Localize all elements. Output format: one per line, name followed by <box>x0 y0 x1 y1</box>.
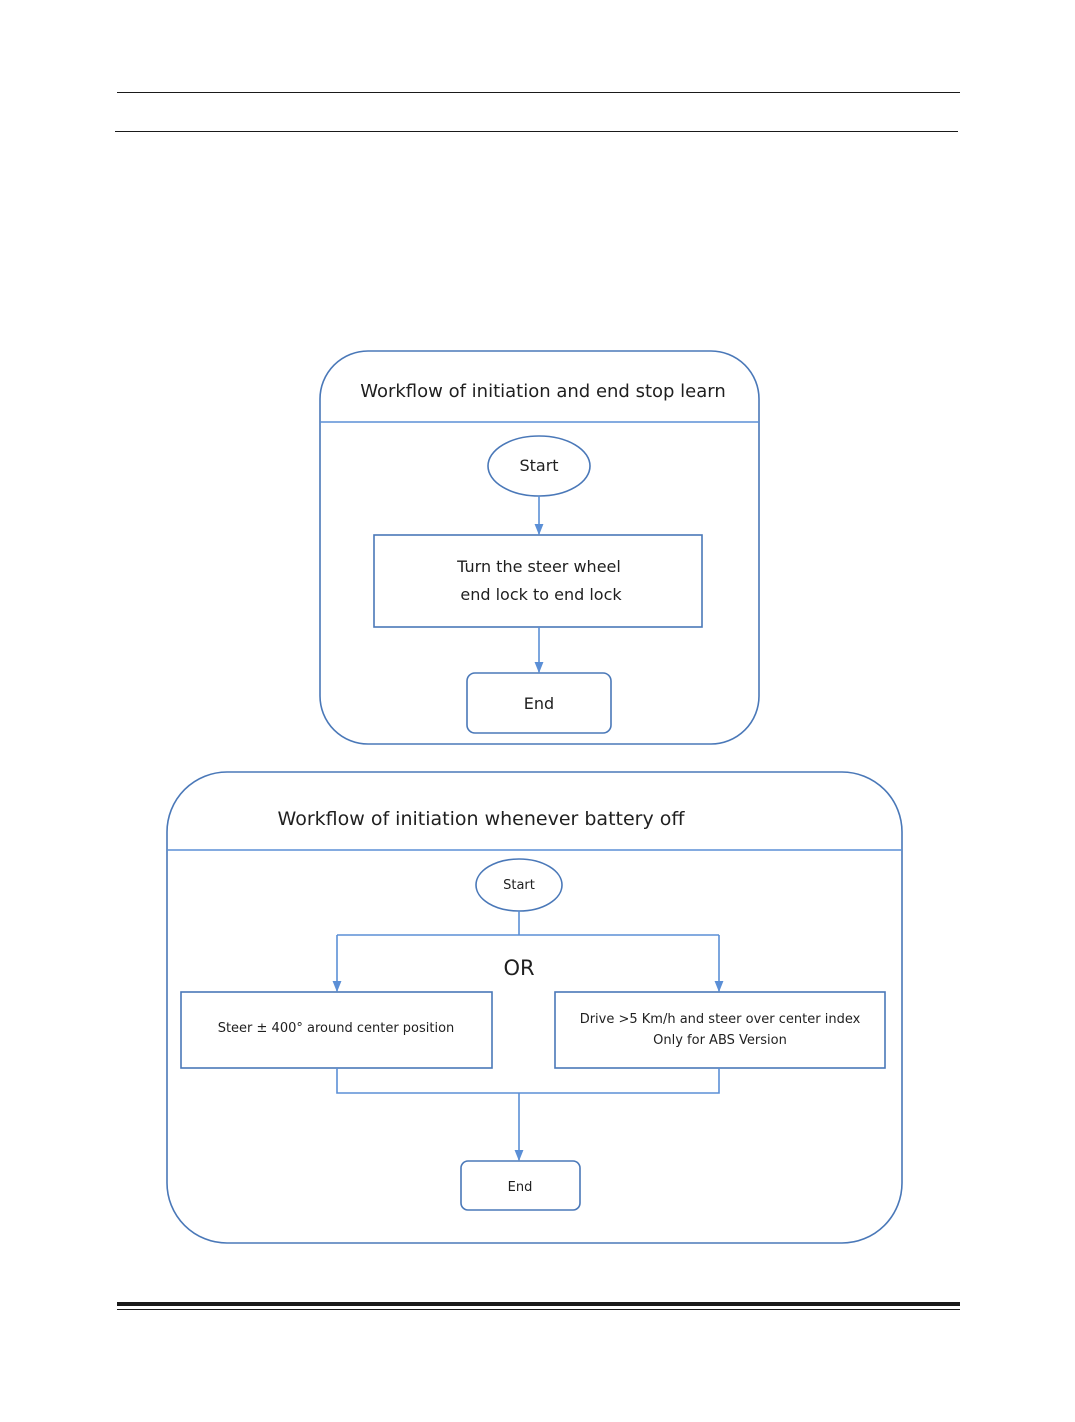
workflow-end-stop-learn: Workflow of initiation and end stop lear… <box>319 350 760 745</box>
workflow-2-right-step-line-2: Only for ABS Version <box>653 1033 787 1048</box>
workflow-2-end-node <box>460 1160 581 1211</box>
workflow-1-frame <box>319 350 760 745</box>
workflow-1-step-box <box>373 534 703 628</box>
workflow-2-right-step-box <box>554 991 886 1069</box>
workflow-battery-off: Workflow of initiation whenever battery … <box>166 771 903 1244</box>
workflow-2-end-label: End <box>508 1180 533 1195</box>
workflow-2-left-step-box <box>180 991 493 1069</box>
header-rule-bottom <box>115 131 958 132</box>
workflow-1-start-label: Start <box>519 456 558 475</box>
workflow-1-end-label: End <box>524 694 554 713</box>
workflow-1-end-node <box>466 672 612 734</box>
workflow-2-or-label: OR <box>503 956 534 980</box>
workflow-1-step-line-1: Turn the steer wheel <box>456 557 621 576</box>
workflow-2-merge-connector <box>336 1068 720 1094</box>
workflow-1-step-line-2: end lock to end lock <box>460 585 622 604</box>
footer-rule-thin <box>117 1309 960 1310</box>
workflow-2-frame <box>166 771 903 1244</box>
workflow-1-title: Workflow of initiation and end stop lear… <box>360 381 726 402</box>
workflow-2-title: Workflow of initiation whenever battery … <box>278 808 686 830</box>
header-rule-top <box>117 92 960 93</box>
workflow-2-start-label: Start <box>503 878 535 893</box>
workflow-2-right-step-line-1: Drive >5 Km/h and steer over center inde… <box>580 1012 861 1027</box>
workflow-2-left-step-label: Steer ± 400° around center position <box>218 1021 455 1036</box>
footer-rule-thick <box>117 1302 960 1306</box>
